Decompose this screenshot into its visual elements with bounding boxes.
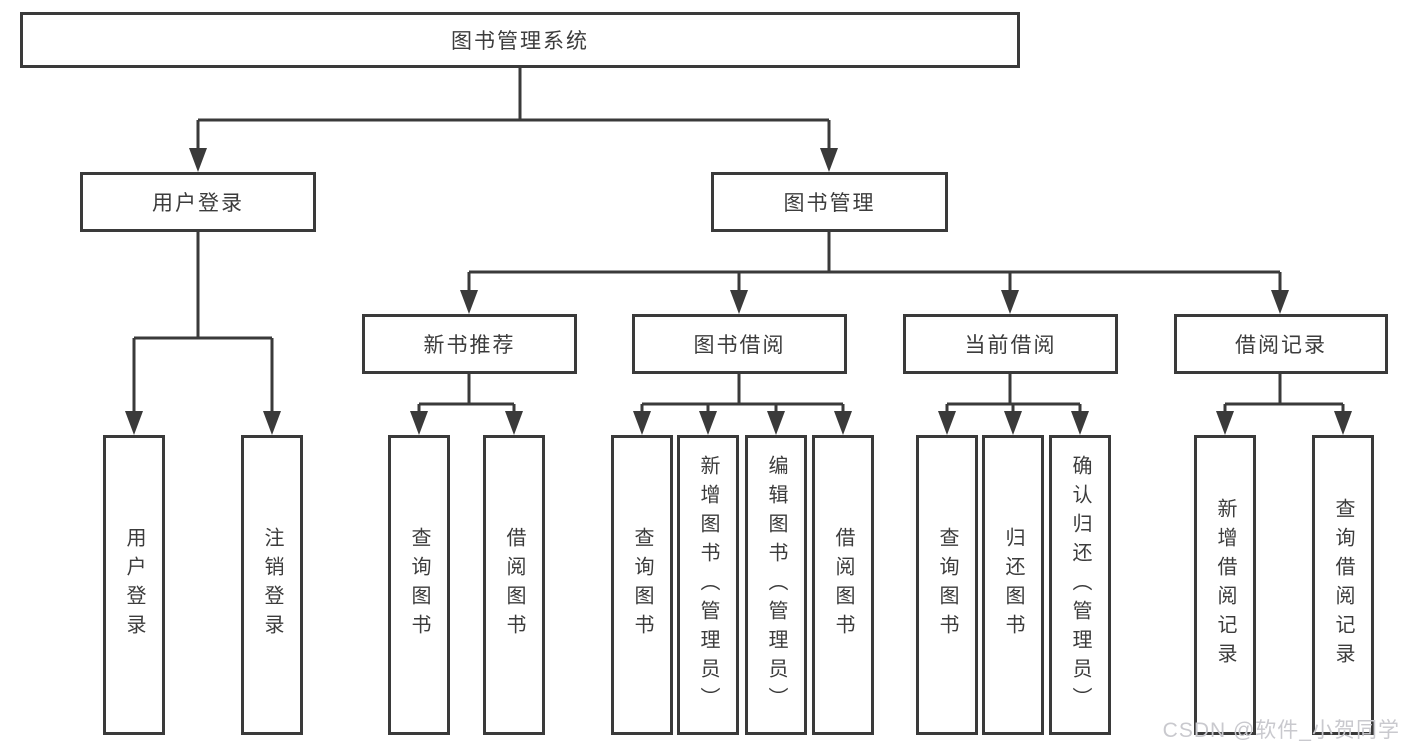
node-borrowing-records: 借阅记录 bbox=[1174, 314, 1388, 374]
arrowhead-icon bbox=[820, 148, 838, 172]
arrowhead-icon bbox=[730, 290, 748, 314]
node-label: 图书管理系统 bbox=[451, 30, 589, 53]
leaf-query-books-borrowing: 查询图书 bbox=[611, 435, 673, 735]
node-label: 图书借阅 bbox=[693, 334, 786, 357]
node-label: 归还图书 bbox=[1002, 527, 1024, 643]
node-new-book-recommend: 新书推荐 bbox=[362, 314, 577, 374]
arrowhead-icon bbox=[1271, 290, 1289, 314]
leaf-borrow-books-recommend: 借阅图书 bbox=[483, 435, 545, 735]
leaf-confirm-return-admin: 确认归还（管理员） bbox=[1049, 435, 1111, 735]
node-label: 编辑图书（管理员） bbox=[765, 454, 787, 716]
node-book-borrowing: 图书借阅 bbox=[632, 314, 847, 374]
leaf-query-books-current: 查询图书 bbox=[916, 435, 978, 735]
node-label: 查询图书 bbox=[408, 527, 430, 643]
arrowhead-icon bbox=[410, 411, 428, 435]
node-book-management: 图书管理 bbox=[711, 172, 948, 232]
node-label: 图书管理 bbox=[783, 192, 876, 215]
arrowhead-icon bbox=[633, 411, 651, 435]
node-library-system: 图书管理系统 bbox=[20, 12, 1020, 68]
leaf-user-login: 用户登录 bbox=[103, 435, 165, 735]
leaf-logout: 注销登录 bbox=[241, 435, 303, 735]
node-label: 用户登录 bbox=[152, 192, 244, 215]
node-label: 新增借阅记录 bbox=[1214, 498, 1236, 672]
leaf-edit-books-admin: 编辑图书（管理员） bbox=[745, 435, 807, 735]
node-label: 查询图书 bbox=[936, 527, 958, 643]
arrowhead-icon bbox=[1004, 411, 1022, 435]
leaf-query-books-recommend: 查询图书 bbox=[388, 435, 450, 735]
node-label: 确认归还（管理员） bbox=[1069, 454, 1091, 716]
node-label: 新书推荐 bbox=[423, 334, 516, 357]
node-label: 用户登录 bbox=[123, 527, 145, 643]
arrowhead-icon bbox=[767, 411, 785, 435]
arrowhead-icon bbox=[1001, 290, 1019, 314]
node-label: 注销登录 bbox=[261, 527, 283, 643]
node-label: 借阅记录 bbox=[1235, 334, 1327, 357]
node-label: 借阅图书 bbox=[503, 527, 525, 643]
leaf-add-books-admin: 新增图书（管理员） bbox=[677, 435, 739, 735]
arrowhead-icon bbox=[1216, 411, 1234, 435]
leaf-return-books: 归还图书 bbox=[982, 435, 1044, 735]
node-current-borrowing: 当前借阅 bbox=[903, 314, 1118, 374]
node-label: 当前借阅 bbox=[964, 334, 1057, 357]
arrowhead-icon bbox=[189, 148, 207, 172]
leaf-query-borrow-record: 查询借阅记录 bbox=[1312, 435, 1374, 735]
node-label: 查询图书 bbox=[631, 527, 653, 643]
arrowhead-icon bbox=[699, 411, 717, 435]
arrowhead-icon bbox=[505, 411, 523, 435]
arrowhead-icon bbox=[1071, 411, 1089, 435]
arrowhead-icon bbox=[834, 411, 852, 435]
node-label: 新增图书（管理员） bbox=[697, 454, 719, 716]
node-user-login-branch: 用户登录 bbox=[80, 172, 316, 232]
node-label: 借阅图书 bbox=[832, 527, 854, 643]
arrowhead-icon bbox=[125, 411, 143, 435]
arrowhead-icon bbox=[263, 411, 281, 435]
node-label: 查询借阅记录 bbox=[1332, 498, 1354, 672]
arrowhead-icon bbox=[1334, 411, 1352, 435]
watermark: CSDN @软件_小贺同学 bbox=[1162, 719, 1400, 742]
leaf-add-borrow-record: 新增借阅记录 bbox=[1194, 435, 1256, 735]
arrowhead-icon bbox=[938, 411, 956, 435]
arrowhead-icon bbox=[460, 290, 478, 314]
leaf-borrow-books: 借阅图书 bbox=[812, 435, 874, 735]
